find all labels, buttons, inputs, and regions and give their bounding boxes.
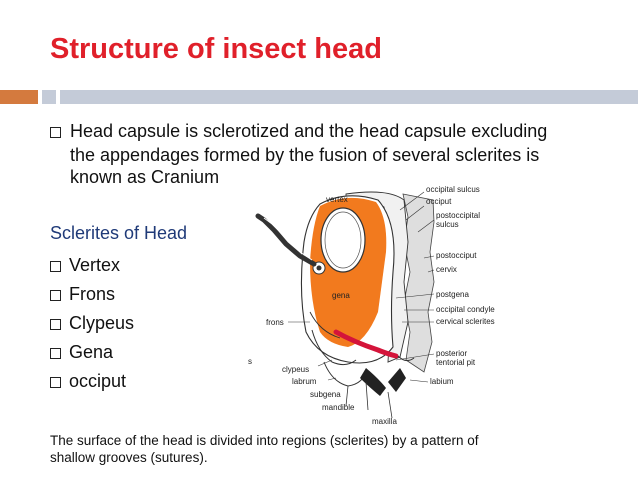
label-labium: labium xyxy=(430,377,454,386)
accent-bar-gray xyxy=(60,90,638,104)
footer-line-1: The surface of the head is divided into … xyxy=(50,433,479,448)
leader-lines xyxy=(288,191,435,383)
label-cervix: cervix xyxy=(436,265,457,274)
antenna xyxy=(255,213,317,267)
mandible-shape xyxy=(360,368,386,396)
bullet-icon xyxy=(50,319,61,330)
label-mandible: mandible xyxy=(322,403,355,412)
tentorial-edge xyxy=(397,355,415,362)
accent-square xyxy=(42,90,56,104)
cervix-region xyxy=(402,193,435,373)
sclerite-label: Frons xyxy=(69,284,116,304)
label-clypeus: clypeus xyxy=(282,365,309,374)
frontoclypeal-line xyxy=(309,311,341,339)
footer-line-2: shallow grooves (sutures). xyxy=(50,450,208,465)
antenna-segments xyxy=(263,217,313,261)
intro-bullet-icon xyxy=(50,127,61,138)
sclerite-label: Clypeus xyxy=(69,313,135,333)
label-edge: s xyxy=(248,357,252,366)
gena-stripe xyxy=(333,329,399,359)
label-frons: frons xyxy=(266,318,284,327)
label-tentorial-pit: tentorial pit xyxy=(436,358,476,367)
mouthpart-lines xyxy=(345,381,393,419)
antennal-socket-center xyxy=(316,265,322,271)
sclerite-label: occiput xyxy=(69,371,127,391)
maxilla-shape xyxy=(388,368,406,392)
bullet-icon xyxy=(50,290,61,301)
label-occiput: occiput xyxy=(426,197,452,206)
sclerite-label: Vertex xyxy=(69,255,121,275)
label-occipital-condyle: occipital condyle xyxy=(436,305,495,314)
sclerite-label: Gena xyxy=(69,342,114,362)
labrum-shape xyxy=(323,361,367,387)
accent-bar-orange xyxy=(0,90,38,104)
label-postoccipital-sulcus: sulcus xyxy=(436,220,459,229)
label-postocciput: postocciput xyxy=(436,251,477,260)
label-occipital-sulcus: occipital sulcus xyxy=(426,185,480,194)
label-postoccipital: postoccipital xyxy=(436,211,480,220)
intro-line-1: Head capsule is sclerotized and the head… xyxy=(70,121,548,141)
label-maxilla: maxilla xyxy=(372,417,397,426)
label-posterior: posterior xyxy=(436,349,467,358)
bullet-icon xyxy=(50,348,61,359)
intro-line-2: the appendages formed by the fusion of s… xyxy=(70,145,540,165)
clypeus-outline xyxy=(311,329,357,366)
sclerites-heading: Sclerites of Head xyxy=(50,223,188,243)
bullet-icon xyxy=(50,261,61,272)
footer-text: The surface of the head is divided into … xyxy=(50,432,478,466)
label-postgena: postgena xyxy=(436,290,469,299)
label-gena: gena xyxy=(332,291,350,300)
label-labrum: labrum xyxy=(292,377,317,386)
intro-line-3: known as Cranium xyxy=(70,167,220,187)
insect-head-diagram: vertex occipital sulcus occiput postocci… xyxy=(248,185,495,426)
label-cervical-sclerites: cervical sclerites xyxy=(436,317,495,326)
bullet-icon xyxy=(50,377,61,388)
label-vertex: vertex xyxy=(326,195,348,204)
slide-title: Structure of insect head xyxy=(50,33,382,65)
label-subgena: subgena xyxy=(310,390,341,399)
compound-eye xyxy=(320,207,366,273)
eye-rim xyxy=(324,211,362,269)
